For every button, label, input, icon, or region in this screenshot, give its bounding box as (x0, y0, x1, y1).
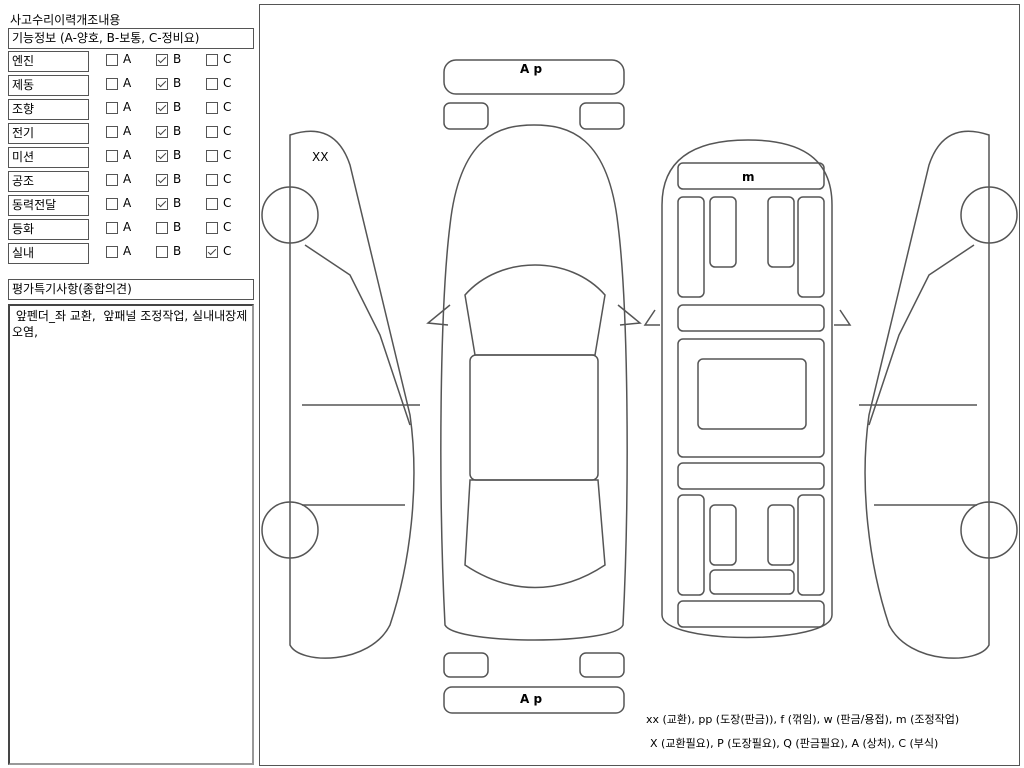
front-bumper-mark: A p (520, 62, 543, 76)
row-label: 전기 (8, 123, 89, 144)
checkbox-label: C (223, 52, 232, 66)
checkbox-label: C (223, 76, 232, 90)
checkbox-label: B (173, 124, 182, 138)
checkbox-a[interactable] (106, 54, 118, 66)
checkbox-label: B (173, 148, 182, 162)
checkbox-b[interactable] (156, 198, 168, 210)
legend-line-2: X (교환필요), P (도장필요), Q (판금필요), A (상처), C … (650, 737, 939, 750)
checkbox-label: C (223, 172, 232, 186)
legend-line-1: xx (교환), pp (도장(판금)), f (꺾임), w (판금/용접),… (646, 713, 960, 726)
checkbox-c[interactable] (206, 198, 218, 210)
checkbox-b[interactable] (156, 246, 168, 258)
checkbox-c[interactable] (206, 174, 218, 186)
checkbox-label: C (223, 196, 232, 210)
checkbox-label: C (223, 220, 232, 234)
checkbox-a[interactable] (106, 78, 118, 90)
checkbox-b[interactable] (156, 222, 168, 234)
checkbox-label: B (173, 196, 182, 210)
checkbox-label: A (123, 124, 132, 138)
row-label: 제동 (8, 75, 89, 96)
checkbox-label: B (173, 100, 182, 114)
row-label: 미션 (8, 147, 89, 168)
row-label: 등화 (8, 219, 89, 240)
checkbox-label: B (173, 244, 182, 258)
checkbox-a[interactable] (106, 174, 118, 186)
section-title: 사고수리이력개조내용 (10, 13, 121, 27)
checkbox-label: A (123, 196, 132, 210)
checkbox-c[interactable] (206, 150, 218, 162)
checkbox-c[interactable] (206, 126, 218, 138)
checkbox-c[interactable] (206, 54, 218, 66)
evaluation-textarea[interactable]: 앞펜더_좌 교환, 앞패널 조정작업, 실내내장제 오염, (8, 304, 254, 765)
checkbox-label: B (173, 172, 182, 186)
front-panel-mark: m (742, 170, 755, 184)
checkbox-b[interactable] (156, 54, 168, 66)
checkbox-c[interactable] (206, 78, 218, 90)
checkbox-a[interactable] (106, 246, 118, 258)
checkbox-label: A (123, 52, 132, 66)
checkbox-label: C (223, 148, 232, 162)
checkbox-label: A (123, 220, 132, 234)
row-label: 엔진 (8, 51, 89, 72)
checkbox-label: A (123, 244, 132, 258)
checkbox-a[interactable] (106, 126, 118, 138)
car-damage-diagram: A p A p XX m xx (교환), pp (도장(판금)), f (꺾임… (259, 4, 1020, 766)
left-fender-mark: XX (312, 150, 329, 164)
row-label: 동력전달 (8, 195, 89, 216)
checkbox-c[interactable] (206, 102, 218, 114)
row-label: 공조 (8, 171, 89, 192)
checkbox-label: A (123, 148, 132, 162)
checkbox-a[interactable] (106, 150, 118, 162)
checkbox-a[interactable] (106, 198, 118, 210)
function-info-header: 기능정보 (A-양호, B-보통, C-정비요) (8, 28, 254, 49)
checkbox-b[interactable] (156, 150, 168, 162)
checkbox-b[interactable] (156, 78, 168, 90)
rear-bumper-mark: A p (520, 692, 543, 706)
car-outline-drawing (261, 59, 1018, 714)
checkbox-label: C (223, 244, 232, 258)
checkbox-label: A (123, 172, 132, 186)
row-label: 조향 (8, 99, 89, 120)
checkbox-c[interactable] (206, 222, 218, 234)
checkbox-b[interactable] (156, 102, 168, 114)
evaluation-header: 평가특기사항(종합의견) (8, 279, 254, 300)
checkbox-c[interactable] (206, 246, 218, 258)
checkbox-label: C (223, 100, 232, 114)
checkbox-a[interactable] (106, 222, 118, 234)
checkbox-label: C (223, 124, 232, 138)
checkbox-label: B (173, 76, 182, 90)
checkbox-a[interactable] (106, 102, 118, 114)
checkbox-label: B (173, 52, 182, 66)
checkbox-label: A (123, 76, 132, 90)
checkbox-label: A (123, 100, 132, 114)
checkbox-b[interactable] (156, 174, 168, 186)
checkbox-label: B (173, 220, 182, 234)
checkbox-b[interactable] (156, 126, 168, 138)
row-label: 실내 (8, 243, 89, 264)
